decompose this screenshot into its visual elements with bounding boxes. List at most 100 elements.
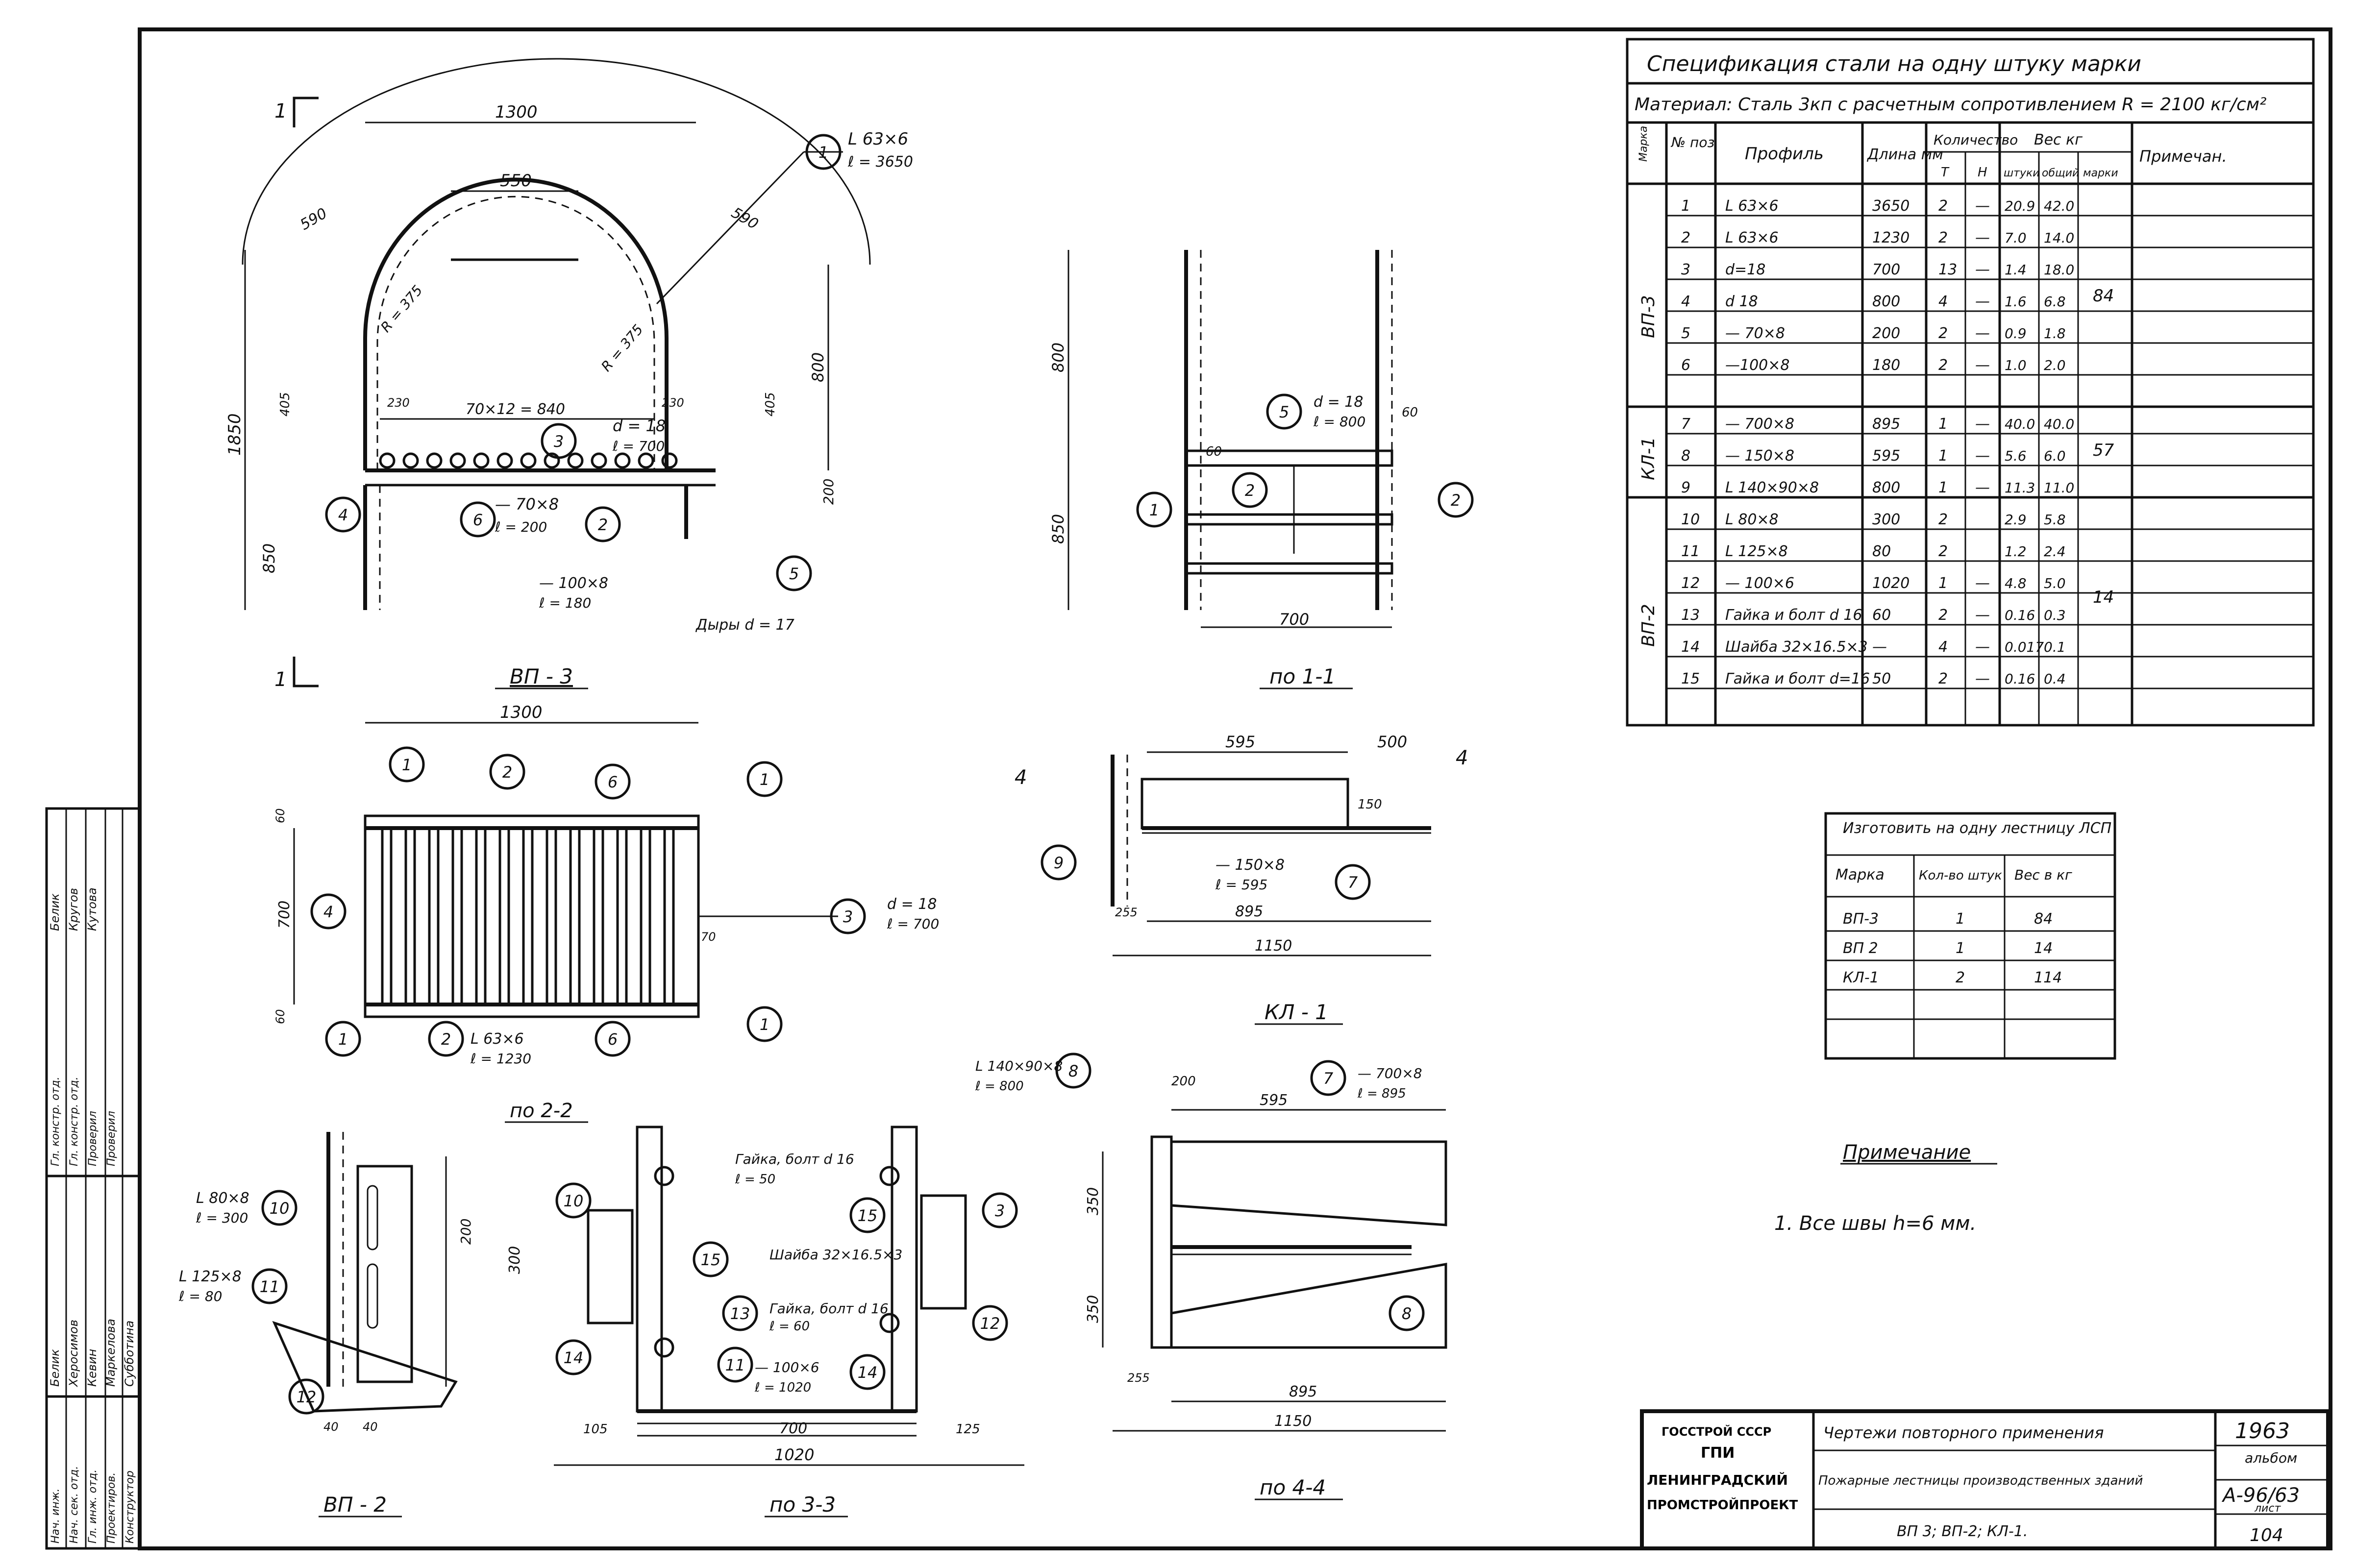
made-hdr-qty: Кол-во штук [1919,868,2002,883]
side-role: Нач. сек. отд. [68,1466,80,1544]
callout-number: 8 [1402,1304,1412,1323]
plan-rung [498,827,510,1006]
callout-number: 8 [1068,1062,1078,1080]
plan-rung [522,827,534,1006]
callout-plan-2: L 63×6 [471,1030,524,1048]
dim-s33-1020: 1020 [774,1446,814,1464]
title-s22: по 2-2 [510,1100,573,1122]
spec-cell-all: 11.0 [2044,480,2074,496]
spec-cell-one: 0.16 [2005,607,2035,623]
callout-number: 12 [297,1388,317,1406]
side-name-2: Кутова [85,887,99,931]
callout-number: 5 [789,564,799,583]
group-vp3-total: 84 [2093,286,2114,306]
spec-cell-all: 0.1 [2044,639,2066,655]
org-line1: ГОССТРОЙ СССР [1662,1424,1771,1439]
rung-circle [567,452,584,469]
side-role: Конструктор [124,1470,136,1544]
plan-rung [546,827,557,1006]
hdr-note: Примечан. [2139,147,2227,166]
dim-s11-700: 700 [1279,610,1309,629]
spec-cell-n: — [1975,670,1990,687]
callout-bubble: 1 [325,1021,361,1057]
spec-cell-profile: d=18 [1725,261,1765,278]
spec-cell-pos: 5 [1681,325,1690,342]
dim-vp3-405a: 405 [278,392,293,416]
spec-cell-n: — [1975,293,1990,310]
dim-kl1-1150: 1150 [1255,937,1292,955]
spec-cell-profile: d 18 [1725,293,1758,310]
side-name: Белик [48,1349,62,1387]
spec-cell-pos: 8 [1681,447,1690,465]
spec-cell-one: 1.6 [2005,294,2027,310]
side-role: Нач. инж. [50,1488,62,1544]
spec-cell-pos: 11 [1681,543,1700,560]
dim-s11-850: 850 [1049,514,1067,544]
spec-cell-t: 2 [1938,543,1948,560]
callout-vp3-1l: ℓ = 3650 [847,153,913,171]
spec-cell-length: 895 [1872,416,1900,433]
callout-number: 10 [564,1192,584,1210]
callout-vp2-10l: ℓ = 300 [196,1210,248,1226]
spec-cell-all: 0.3 [2044,607,2066,623]
dim-vp3-550: 550 [500,171,532,191]
hdr-weight: Вес кг [2034,131,2083,148]
hdr-w-one: штуки [2004,167,2040,179]
dim-s44-350b: 350 [1085,1295,1102,1323]
side-role: Проектиров. [105,1472,118,1544]
spec-cell-profile: L 63×6 [1725,229,1779,246]
spec-cell-length: 1230 [1872,229,1910,246]
rung-circle [426,452,443,469]
view-vp2: 200 300 40 40 L 80×8 ℓ = 300 L 125×8 ℓ =… [178,1100,588,1518]
callout-number: 3 [843,907,853,926]
rung-circle [591,452,607,469]
spec-cell-length: 50 [1872,670,1891,687]
spec-cell-t: 1 [1938,447,1948,465]
hdr-mark: Марка [1637,126,1650,162]
spec-cell-all: 6.8 [2044,294,2066,310]
callout-bubble: 6 [595,763,631,800]
spec-cell-length: — [1872,638,1887,656]
stamp-title1: Чертежи повторного применения [1823,1423,2104,1442]
spec-cell-pos: 3 [1681,261,1690,278]
callout-vp3-6: — 100×8 [539,575,608,592]
spec-cell-length: 595 [1872,447,1900,465]
holes-note: Дыры d = 17 [695,616,794,634]
plan-rung [451,827,463,1006]
dim-s44-895: 895 [1289,1383,1317,1400]
callout-bubble: 5 [776,555,812,591]
spec-cell-profile: Гайка и болт d=16 [1725,670,1870,687]
rung-circle [544,452,560,469]
spec-cell-length: 800 [1872,479,1900,496]
spec-cell-pos: 13 [1681,607,1700,624]
spec-cell-n: — [1975,229,1990,246]
dim-vp3-405b: 405 [763,392,778,416]
callout-number: 1 [818,143,828,162]
title-vp3: ВП - 3 [510,664,573,688]
stamp-album-label: альбом [2245,1450,2297,1466]
hdr-qty-n: Н [1978,165,1987,180]
made-cell: ВП-3 [1843,910,1879,928]
title-s33: по 3-3 [769,1493,836,1517]
spec-cell-t: 2 [1938,607,1948,624]
callout-kl1-8l: ℓ = 595 [1215,877,1267,893]
callout-vp2-11: L 125×8 [179,1268,242,1285]
callout-number: 6 [473,511,483,529]
dim-vp2-40a: 40 [323,1420,339,1434]
rung-circle [496,452,513,469]
callout-s11-4: d = 18 [1314,393,1363,411]
dim-vp2-40b: 40 [363,1420,378,1434]
dim-vp3-800: 800 [809,352,827,382]
callout-bubble: 15 [693,1241,729,1277]
section-mark-4-left: 4 [1015,766,1027,789]
note-text: 1. Все швы h=6 мм. [1774,1212,1976,1235]
made-cell: 114 [2034,969,2062,986]
view-section-4-4: 350 350 595 200 255 895 1150 L 140×90×8 … [975,1058,1447,1500]
callout-s44-9l: ℓ = 800 [975,1079,1024,1094]
callout-number: 4 [323,903,333,921]
callout-bubble: 5 [1266,393,1302,430]
made-title: Изготовить на одну лестницу ЛСП [1843,820,2111,837]
callout-bubble: 12 [972,1305,1008,1341]
